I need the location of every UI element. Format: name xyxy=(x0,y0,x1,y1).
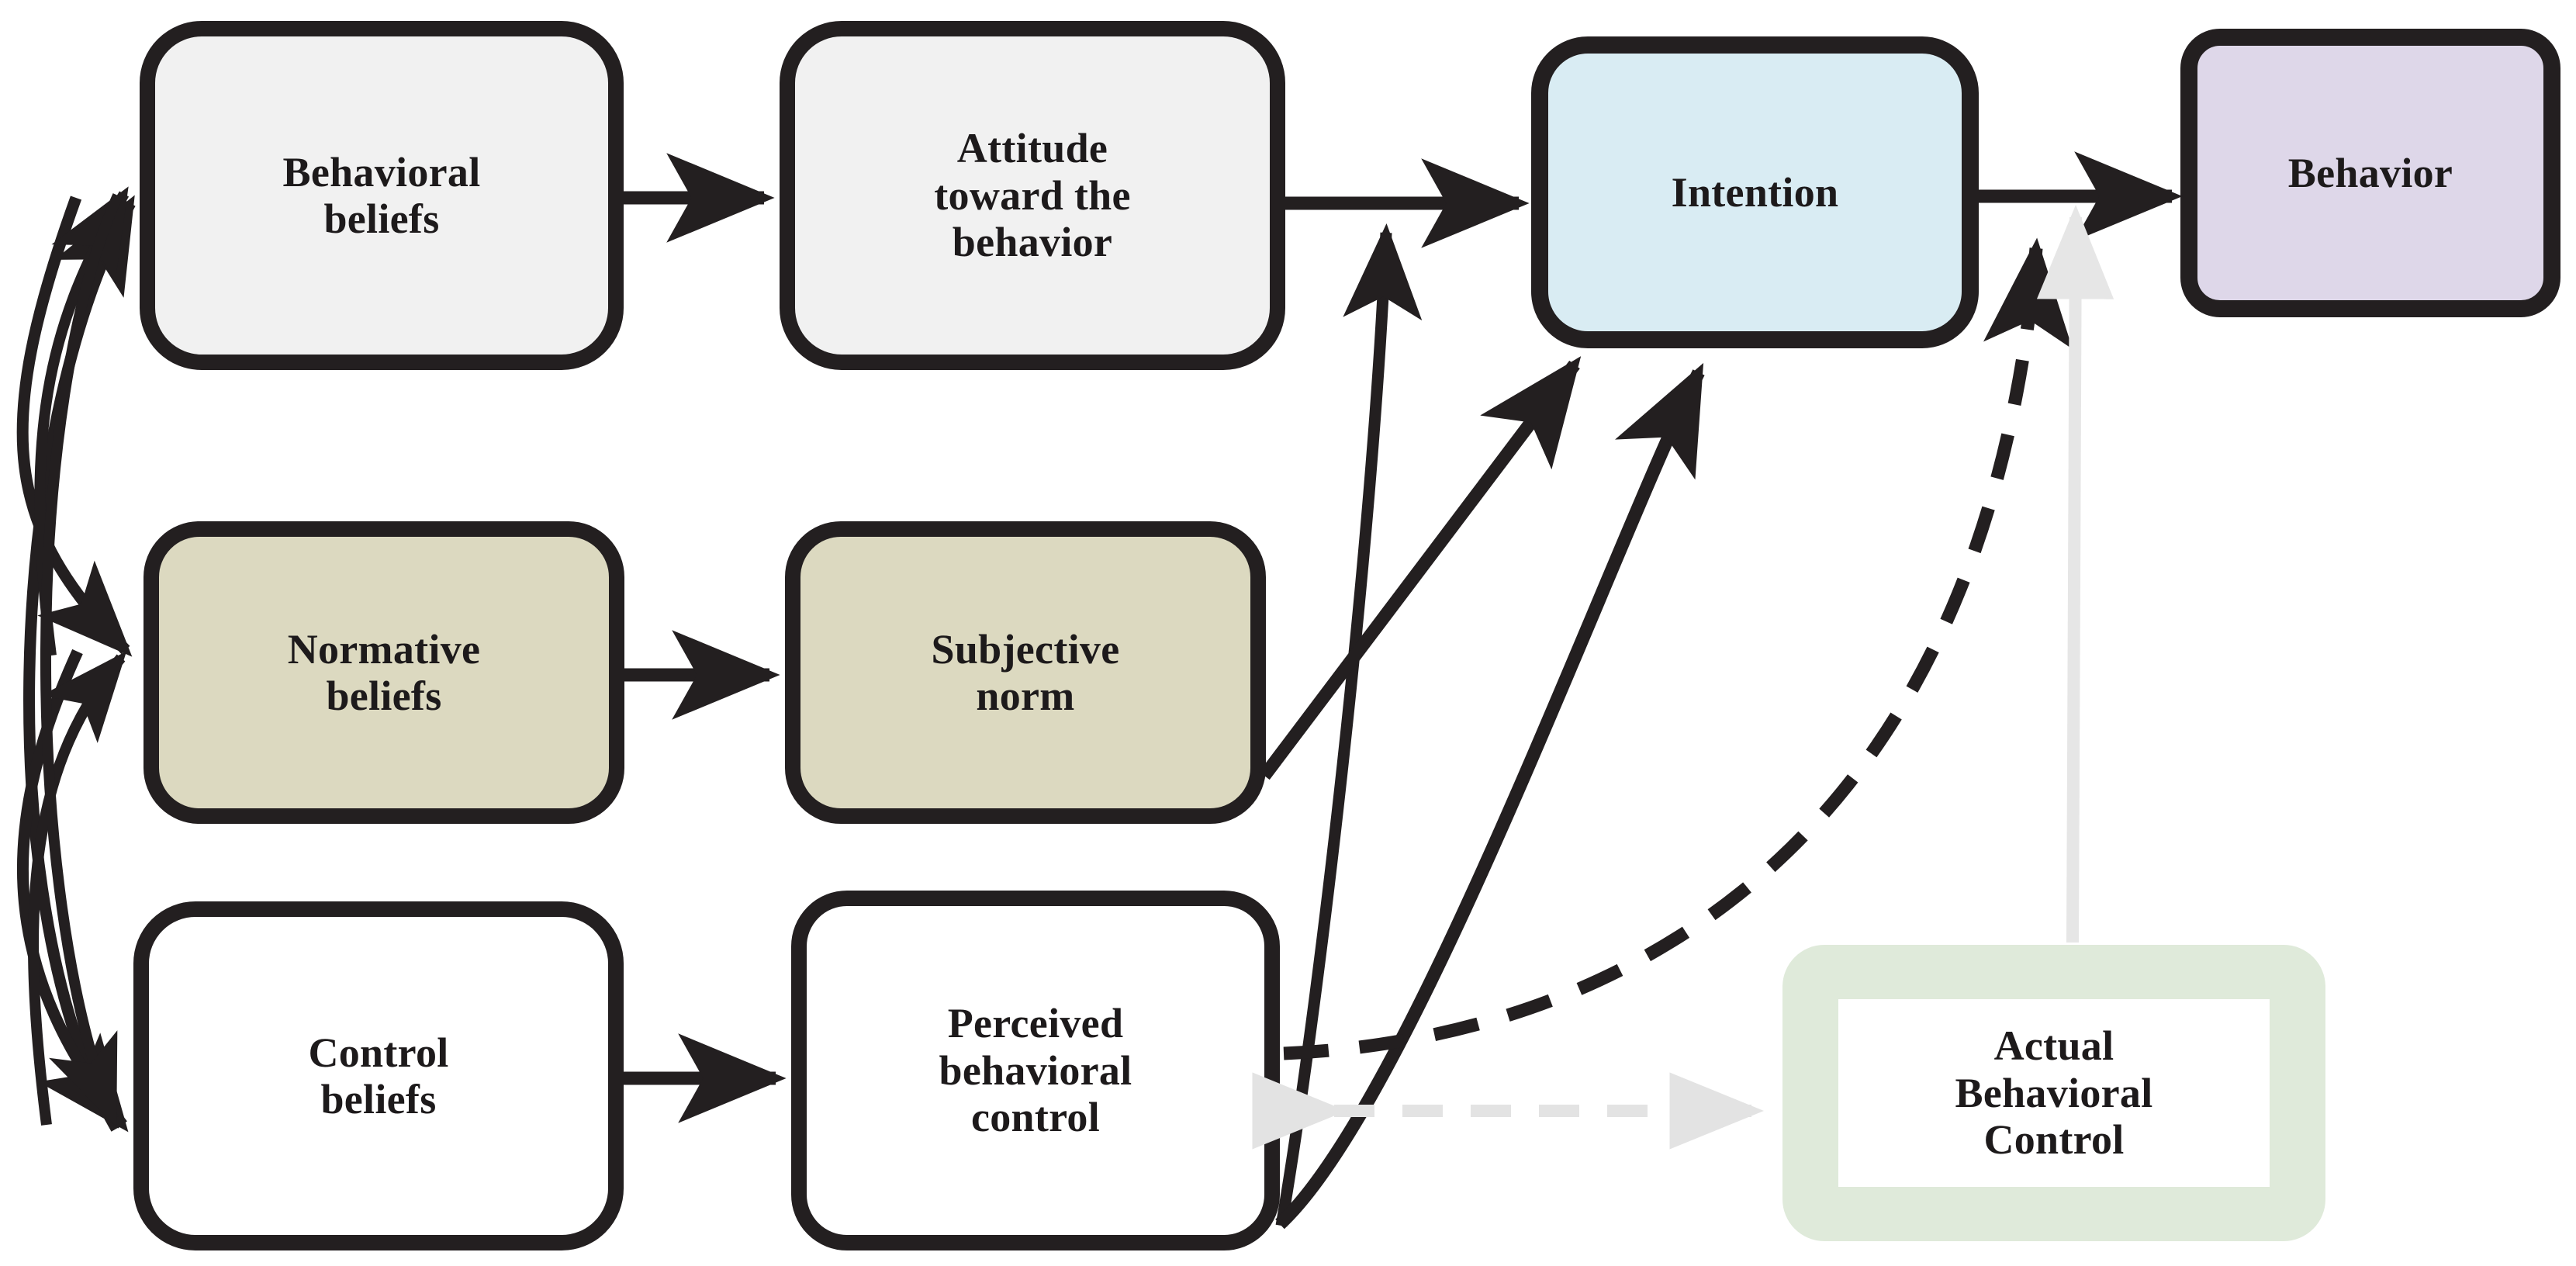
edge-subjective-norm-to-intention xyxy=(1259,356,1582,780)
node-actual-behavioral-control[interactable] xyxy=(1838,999,2270,1187)
node-subjective-norm[interactable] xyxy=(785,521,1266,824)
edge-actual-behavioral-control-to-behavior xyxy=(2036,205,2114,943)
edge-perceived-behavioral-control-to-behavior xyxy=(1283,237,2073,1060)
edge-feedback-secondary-lower xyxy=(40,193,123,1127)
node-behavior[interactable] xyxy=(2180,29,2560,317)
node-control-beliefs[interactable] xyxy=(133,901,624,1250)
edge-feedback-to-normative-beliefs xyxy=(16,195,133,657)
node-normative-beliefs[interactable] xyxy=(143,521,624,824)
node-perceived-behavioral-control[interactable] xyxy=(791,891,1280,1250)
node-intention[interactable] xyxy=(1531,36,1979,348)
edge-feedback-secondary-mid xyxy=(28,651,127,1126)
node-behavioral-beliefs[interactable] xyxy=(140,21,624,370)
node-attitude[interactable] xyxy=(780,21,1285,370)
